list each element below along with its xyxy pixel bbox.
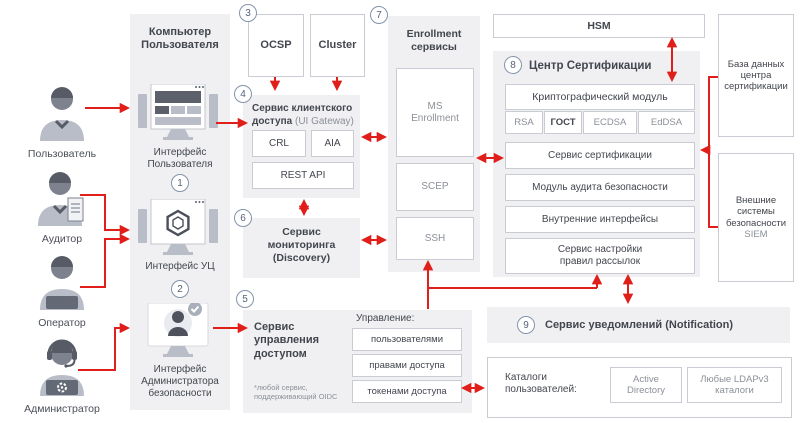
enrollment-title: Enrollment сервисы (406, 28, 462, 53)
hsm-box: HSM (493, 14, 705, 38)
user-icon (40, 87, 84, 141)
ldap-directories-box: Любые LDAPv3 каталоги (687, 367, 782, 403)
certification-authority-title: Центр Сертификации (529, 60, 652, 72)
persona-operator: Оператор (20, 252, 104, 329)
ocsp-box: OCSP (248, 14, 304, 77)
access-management-title: Сервис управления доступом (254, 321, 320, 360)
operator-icon (40, 256, 84, 310)
siem-label: Внешние системы безопасности (725, 195, 787, 229)
step-circle-8: 8 (504, 56, 522, 74)
cluster-box: Cluster (310, 14, 365, 77)
crl-box: CRL (252, 130, 306, 157)
manage-users-box: пользователями (352, 328, 462, 351)
active-directory-box: Active Directory (610, 367, 682, 403)
ca-interface-label: Интерфейс УЦ (145, 261, 215, 272)
gost-box: ГОСТ (544, 111, 582, 134)
client-access-title-sub: (UI Gateway) (294, 115, 354, 127)
mailing-rules-service-box: Сервис настройки правил рассылок (505, 238, 695, 274)
scep-box: SCEP (396, 163, 474, 211)
notification-panel (487, 307, 790, 343)
aia-box: AIA (311, 130, 354, 157)
client-access-title: Сервис клиентского доступа (UI Gateway) (252, 103, 356, 128)
persona-admin: Администратор (20, 338, 104, 415)
ssh-box: SSH (396, 217, 474, 260)
user-interface-label: Интерфейс Пользователя (147, 147, 213, 171)
access-management-footnote: *любой сервис, поддерживающий OIDC (254, 383, 338, 402)
siem-sub-label: SIEM (744, 228, 768, 240)
siem-box: Внешние системы безопасности SIEM (718, 153, 794, 282)
persona-admin-label: Администратор (24, 403, 100, 415)
monitoring-panel (243, 218, 360, 278)
manage-tokens-box: токенами доступа (352, 380, 462, 403)
ca-database-box: База данных центра сертификации (718, 14, 794, 137)
step-circle-6: 6 (234, 209, 252, 227)
management-label: Управление: (356, 313, 415, 324)
line-database-siem (708, 76, 718, 228)
step-circle-1: 1 (171, 174, 189, 192)
persona-operator-label: Оператор (38, 317, 86, 329)
step-circle-9: 9 (517, 316, 535, 334)
persona-user: Пользователь (20, 83, 104, 160)
rsa-box: RSA (505, 111, 543, 134)
line-access-to-services (427, 287, 597, 309)
monitoring-title: Сервис мониторинга (Discovery) (267, 226, 336, 264)
security-admin-interface-icon (140, 302, 216, 362)
notification-title: Сервис уведомлений (Notification) (545, 319, 734, 331)
security-admin-interface-label: Интерфейс Администратора безопасности (141, 364, 219, 400)
persona-auditor-label: Аудитор (41, 233, 83, 245)
step-circle-2: 2 (171, 280, 189, 298)
step-circle-7: 7 (370, 6, 388, 24)
internal-interfaces-box: Внутренние интерфейсы (505, 206, 695, 233)
administrator-icon (40, 339, 84, 396)
ms-enrollment-box: MS Enrollment (396, 68, 474, 157)
ecdsa-box: ECDSA (583, 111, 637, 134)
security-audit-module-box: Модуль аудита безопасности (505, 174, 695, 201)
rest-api-box: REST API (252, 162, 354, 189)
eddsa-box: EdDSA (638, 111, 695, 134)
auditor-icon (38, 172, 84, 226)
step-circle-4: 4 (234, 85, 252, 103)
user-directories-label: Каталоги пользователей: (505, 372, 577, 396)
persona-user-label: Пользователь (27, 148, 97, 160)
ca-interface-icon (138, 198, 218, 260)
manage-rights-box: правами доступа (352, 354, 462, 377)
client-access-title-main: Сервис клиентского доступа (252, 103, 353, 127)
user-computer-title: Компьютер Пользователя (141, 26, 219, 52)
step-circle-5: 5 (236, 290, 254, 308)
step-circle-3: 3 (239, 4, 257, 22)
user-interface-icon (138, 83, 218, 145)
persona-auditor: Аудитор (20, 168, 104, 245)
certification-service-box: Сервис сертификации (505, 142, 695, 169)
crypto-module-box: Криптографический модуль (505, 84, 695, 110)
